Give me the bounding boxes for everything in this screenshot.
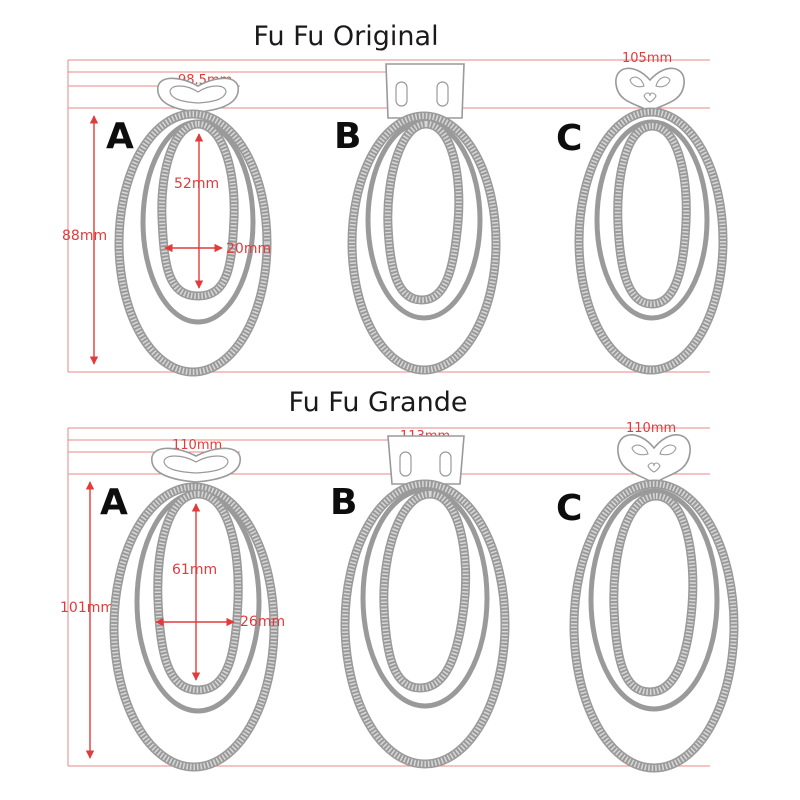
variant-a: 52mm 20mm A bbox=[106, 77, 272, 377]
variant-letter: A bbox=[106, 116, 134, 157]
variant-letter: C bbox=[556, 488, 582, 529]
variant-letter: A bbox=[100, 482, 128, 523]
variant-b: B bbox=[330, 435, 510, 769]
heart-ring-tab bbox=[151, 447, 241, 483]
inner-width-label: 20mm bbox=[226, 241, 271, 257]
height-label: 101mm bbox=[60, 600, 114, 616]
width-label-c: 110mm bbox=[626, 421, 676, 436]
variant-c: C bbox=[556, 67, 728, 375]
variant-letter: B bbox=[330, 482, 357, 523]
variant-c: C bbox=[556, 434, 739, 773]
inner-length-label: 61mm bbox=[172, 562, 217, 578]
section-original: Fu Fu Original 98.5mm 103mm 105mm 88mm bbox=[62, 21, 728, 377]
heart-ring-tab bbox=[157, 77, 239, 113]
slotted-tab bbox=[387, 435, 465, 485]
width-label-a: 110mm bbox=[172, 438, 222, 453]
section-grande: Fu Fu Grande 110mm 113mm 110mm 101mm bbox=[60, 387, 739, 773]
slotted-tab bbox=[385, 63, 465, 119]
width-label-c: 105mm bbox=[622, 51, 672, 66]
height-label: 88mm bbox=[62, 228, 107, 244]
variant-a: 61mm 26mm A bbox=[100, 447, 285, 772]
butterfly-tab bbox=[615, 67, 685, 114]
variant-letter: B bbox=[334, 116, 361, 157]
inner-length-label: 52mm bbox=[174, 176, 219, 192]
section-title: Fu Fu Grande bbox=[289, 387, 468, 418]
variant-b: B bbox=[334, 63, 501, 375]
variant-letter: C bbox=[556, 118, 582, 159]
inner-width-label: 26mm bbox=[240, 614, 285, 630]
section-title: Fu Fu Original bbox=[253, 21, 438, 52]
butterfly-tab bbox=[617, 434, 691, 486]
